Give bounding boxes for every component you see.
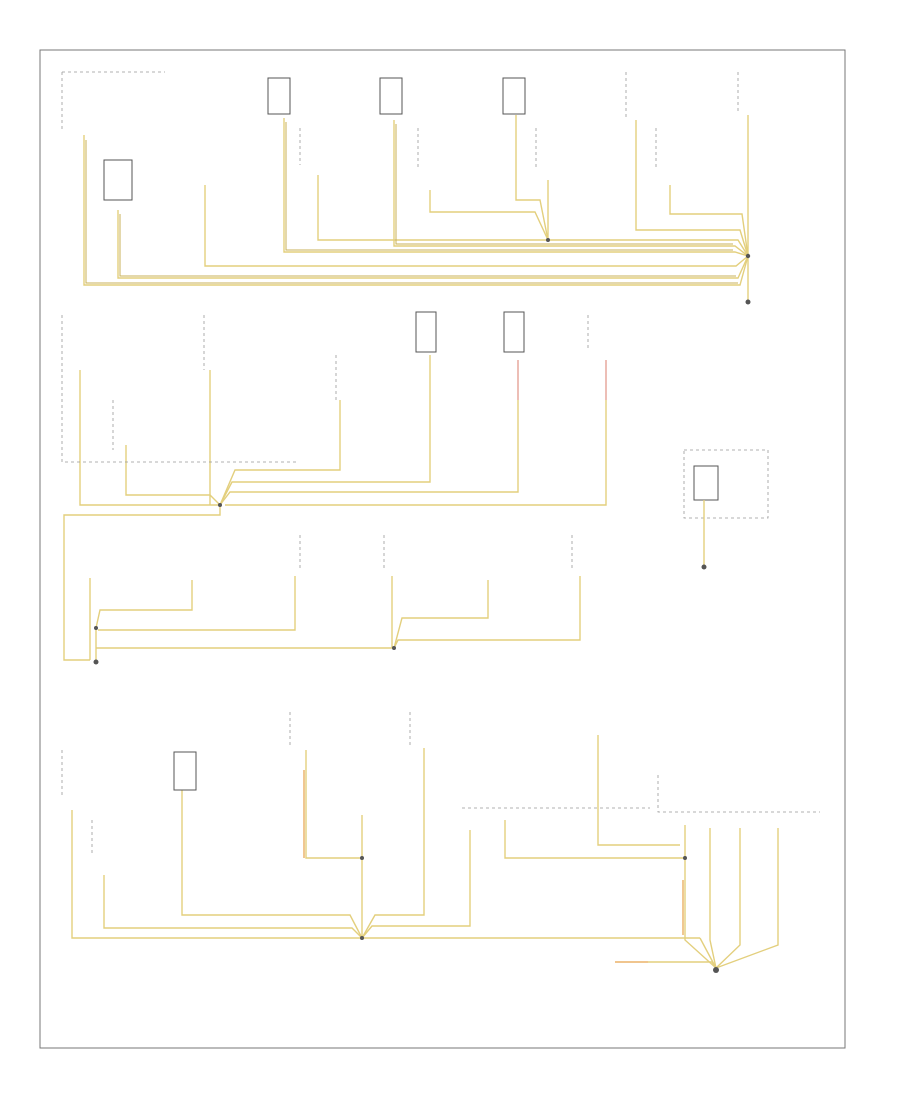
ground-splice-g4b xyxy=(360,856,364,860)
section-4-dashed-outlines xyxy=(61,712,820,855)
component-box xyxy=(267,77,291,115)
ground-point-1 xyxy=(745,299,751,305)
section-1-dashed-outlines xyxy=(61,71,739,170)
section-2-components xyxy=(415,311,525,353)
section-1-ground-wires xyxy=(83,115,749,300)
component-box xyxy=(415,311,437,353)
component-box xyxy=(103,159,133,201)
section-1-ground-wires-dark xyxy=(85,122,738,284)
component-box xyxy=(173,751,197,791)
section-2-dashed-outlines xyxy=(61,315,589,463)
ground-point-3 xyxy=(93,659,99,665)
section-1-components xyxy=(103,77,526,201)
ground-splice-g4 xyxy=(360,936,364,940)
section-2-ground-wires xyxy=(63,355,607,661)
relay-module-inner-box xyxy=(693,465,719,501)
section-2-red-wires xyxy=(517,360,607,400)
section-4-components xyxy=(173,751,197,791)
section-3-dashed-outlines xyxy=(299,535,573,570)
section-3-ground-wires xyxy=(89,576,581,660)
relay-module-dashed-box xyxy=(683,449,769,519)
component-box xyxy=(379,77,403,115)
diagram-frame xyxy=(39,49,846,1049)
relay-module xyxy=(683,449,769,570)
ground-splice-g3 xyxy=(94,626,98,630)
section-4-orange-wires xyxy=(303,770,684,963)
ground-point-4 xyxy=(713,967,719,973)
ground-splice-g1 xyxy=(745,253,751,259)
component-box xyxy=(502,77,526,115)
relay-ground-point xyxy=(701,564,707,570)
ground-splice-g2 xyxy=(218,503,222,507)
component-box xyxy=(503,311,525,353)
ground-splice-g1b xyxy=(546,238,550,242)
section-4-ground-wires xyxy=(71,735,779,969)
ground-splice-g4c xyxy=(683,856,687,860)
ground-splice-g3b xyxy=(392,646,396,650)
